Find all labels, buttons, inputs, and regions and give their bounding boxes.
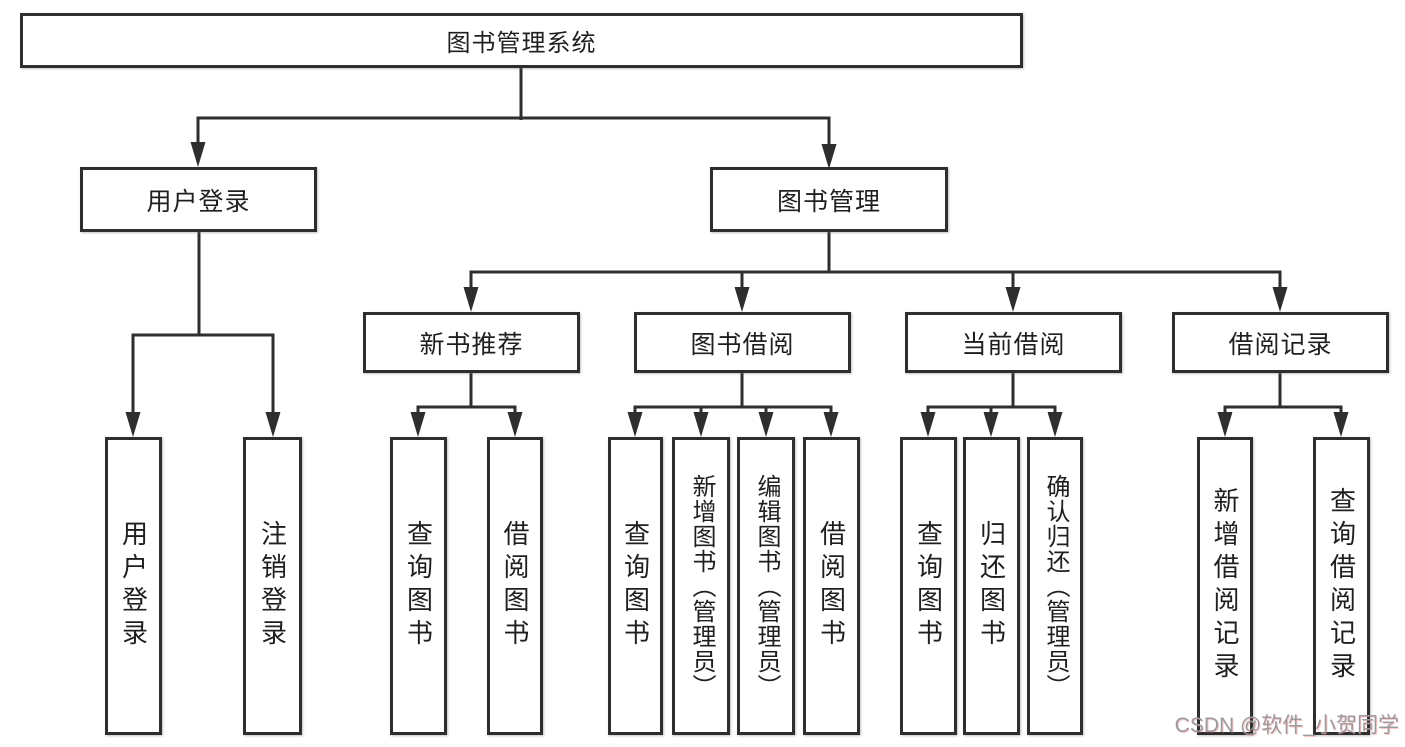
node-label: 图书借阅 <box>690 330 795 359</box>
leaf-query-books-1: 查询图书 <box>390 437 447 735</box>
leaf-edit-book-admin: 编辑图书（管理员） <box>737 437 795 735</box>
node-label: 注销登录 <box>257 520 288 652</box>
leaf-borrow-books-2: 借阅图书 <box>803 437 860 735</box>
leaf-borrow-books-1: 借阅图书 <box>487 437 543 735</box>
node-label: 用户登录 <box>146 187 251 216</box>
node-label: 查询图书 <box>913 520 944 652</box>
node-root-library-system: 图书管理系统 <box>20 13 1023 68</box>
node-label: 新增借阅记录 <box>1210 487 1240 685</box>
node-book-management: 图书管理 <box>710 167 948 232</box>
node-label: 新增图书（管理员） <box>688 473 715 699</box>
node-label: 当前借阅 <box>961 330 1066 359</box>
node-book-borrowing: 图书借阅 <box>634 312 851 373</box>
leaf-return-book: 归还图书 <box>963 437 1020 735</box>
leaf-add-borrow-record: 新增借阅记录 <box>1197 437 1253 735</box>
node-new-book-recommend: 新书推荐 <box>363 312 580 373</box>
leaf-add-book-admin: 新增图书（管理员） <box>672 437 730 735</box>
arrowheads <box>125 142 1349 437</box>
leaf-logout: 注销登录 <box>243 437 302 735</box>
node-borrowing-records: 借阅记录 <box>1172 312 1389 373</box>
node-label: 图书管理系统 <box>446 30 597 57</box>
node-label: 查询图书 <box>403 520 434 652</box>
node-label: 借阅图书 <box>500 520 530 652</box>
node-label: 编辑图书（管理员） <box>753 473 780 699</box>
node-current-borrowing: 当前借阅 <box>905 312 1122 373</box>
node-user-login: 用户登录 <box>80 167 317 232</box>
node-label: 借阅图书 <box>816 520 847 652</box>
leaf-confirm-return-admin: 确认归还（管理员） <box>1027 437 1083 735</box>
csdn-watermark: CSDN @软件_小贺同学 <box>1174 714 1399 737</box>
node-label: 查询图书 <box>620 520 651 652</box>
node-label: 归还图书 <box>976 520 1007 652</box>
leaf-query-books-3: 查询图书 <box>900 437 957 735</box>
leaf-query-borrow-record: 查询借阅记录 <box>1313 437 1370 735</box>
node-label: 确认归还（管理员） <box>1042 473 1069 699</box>
leaf-user-login: 用户登录 <box>105 437 162 735</box>
tree-edges <box>131 68 1343 414</box>
node-label: 用户登录 <box>118 520 149 652</box>
node-label: 借阅记录 <box>1228 330 1333 359</box>
node-label: 图书管理 <box>776 187 881 216</box>
leaf-query-books-2: 查询图书 <box>608 437 663 735</box>
node-label: 查询借阅记录 <box>1326 487 1357 685</box>
node-label: 新书推荐 <box>419 330 524 359</box>
